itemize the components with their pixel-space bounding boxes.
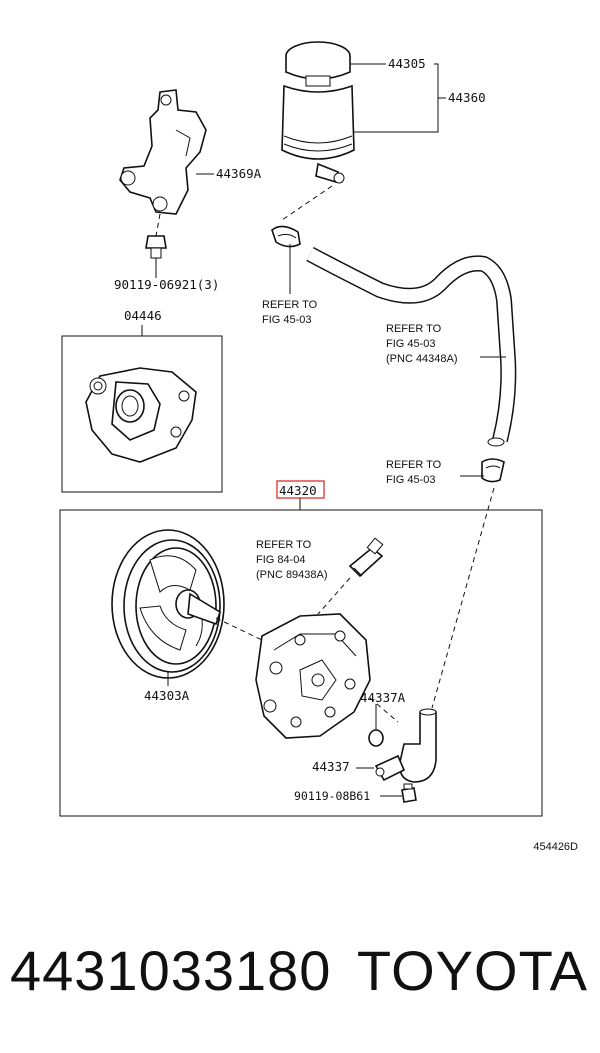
pressure-switch[interactable] (348, 537, 384, 578)
gasket-kit-box (61, 335, 223, 493)
power-steering-pump[interactable] (255, 613, 371, 739)
label-44320: 44320 (279, 483, 317, 498)
gasket-kit-04446[interactable] (85, 367, 197, 463)
hose-clamp-lower[interactable] (481, 458, 505, 483)
parts-diagram: 44305 44360 44369A 90119-06921(3) REFER … (59, 41, 578, 853)
label-04446: 04446 (124, 308, 162, 323)
reservoir-tank[interactable] (281, 41, 355, 184)
brand-name: TOYOTA (356, 939, 588, 1002)
pulley-44303a[interactable] (111, 529, 225, 679)
o-ring-44337a[interactable] (368, 729, 384, 747)
ref1-line2: FIG 45-03 (262, 314, 312, 326)
ref2-line1: REFER TO (386, 323, 442, 335)
label-90119-06921: 90119-06921(3) (114, 277, 219, 292)
figure-code: 454426D (533, 841, 578, 853)
ref3-line2: FIG 45-03 (386, 474, 436, 486)
ref2-line2: FIG 45-03 (386, 338, 436, 350)
label-44303a: 44303A (144, 688, 190, 703)
part-number: 4431033180 (10, 939, 332, 1002)
ref4-line3: (PNC 89438A) (256, 569, 328, 581)
footer: 4431033180 TOYOTA (0, 930, 600, 1040)
ref3-line1: REFER TO (386, 459, 442, 471)
bolt-90119-08b61[interactable] (401, 783, 417, 803)
label-44360: 44360 (448, 90, 486, 105)
pump-assembly-box (59, 509, 543, 817)
hose-clamp-upper[interactable] (271, 225, 301, 248)
ref4-line2: FIG 84-04 (256, 554, 306, 566)
ref2-line3: (PNC 44348A) (386, 353, 458, 365)
return-hose[interactable] (306, 246, 517, 447)
bracket-44369a[interactable] (119, 89, 207, 215)
ref1-line1: REFER TO (262, 299, 318, 311)
label-90119-08b61: 90119-08B61 (294, 789, 370, 803)
bolt-90119-06921[interactable] (145, 235, 167, 259)
label-44337: 44337 (312, 759, 350, 774)
ref4-line1: REFER TO (256, 539, 312, 551)
label-44369a: 44369A (216, 166, 262, 181)
label-44305: 44305 (388, 56, 426, 71)
union-fitting-44337[interactable] (374, 708, 437, 783)
label-44337a: 44337A (360, 690, 406, 705)
